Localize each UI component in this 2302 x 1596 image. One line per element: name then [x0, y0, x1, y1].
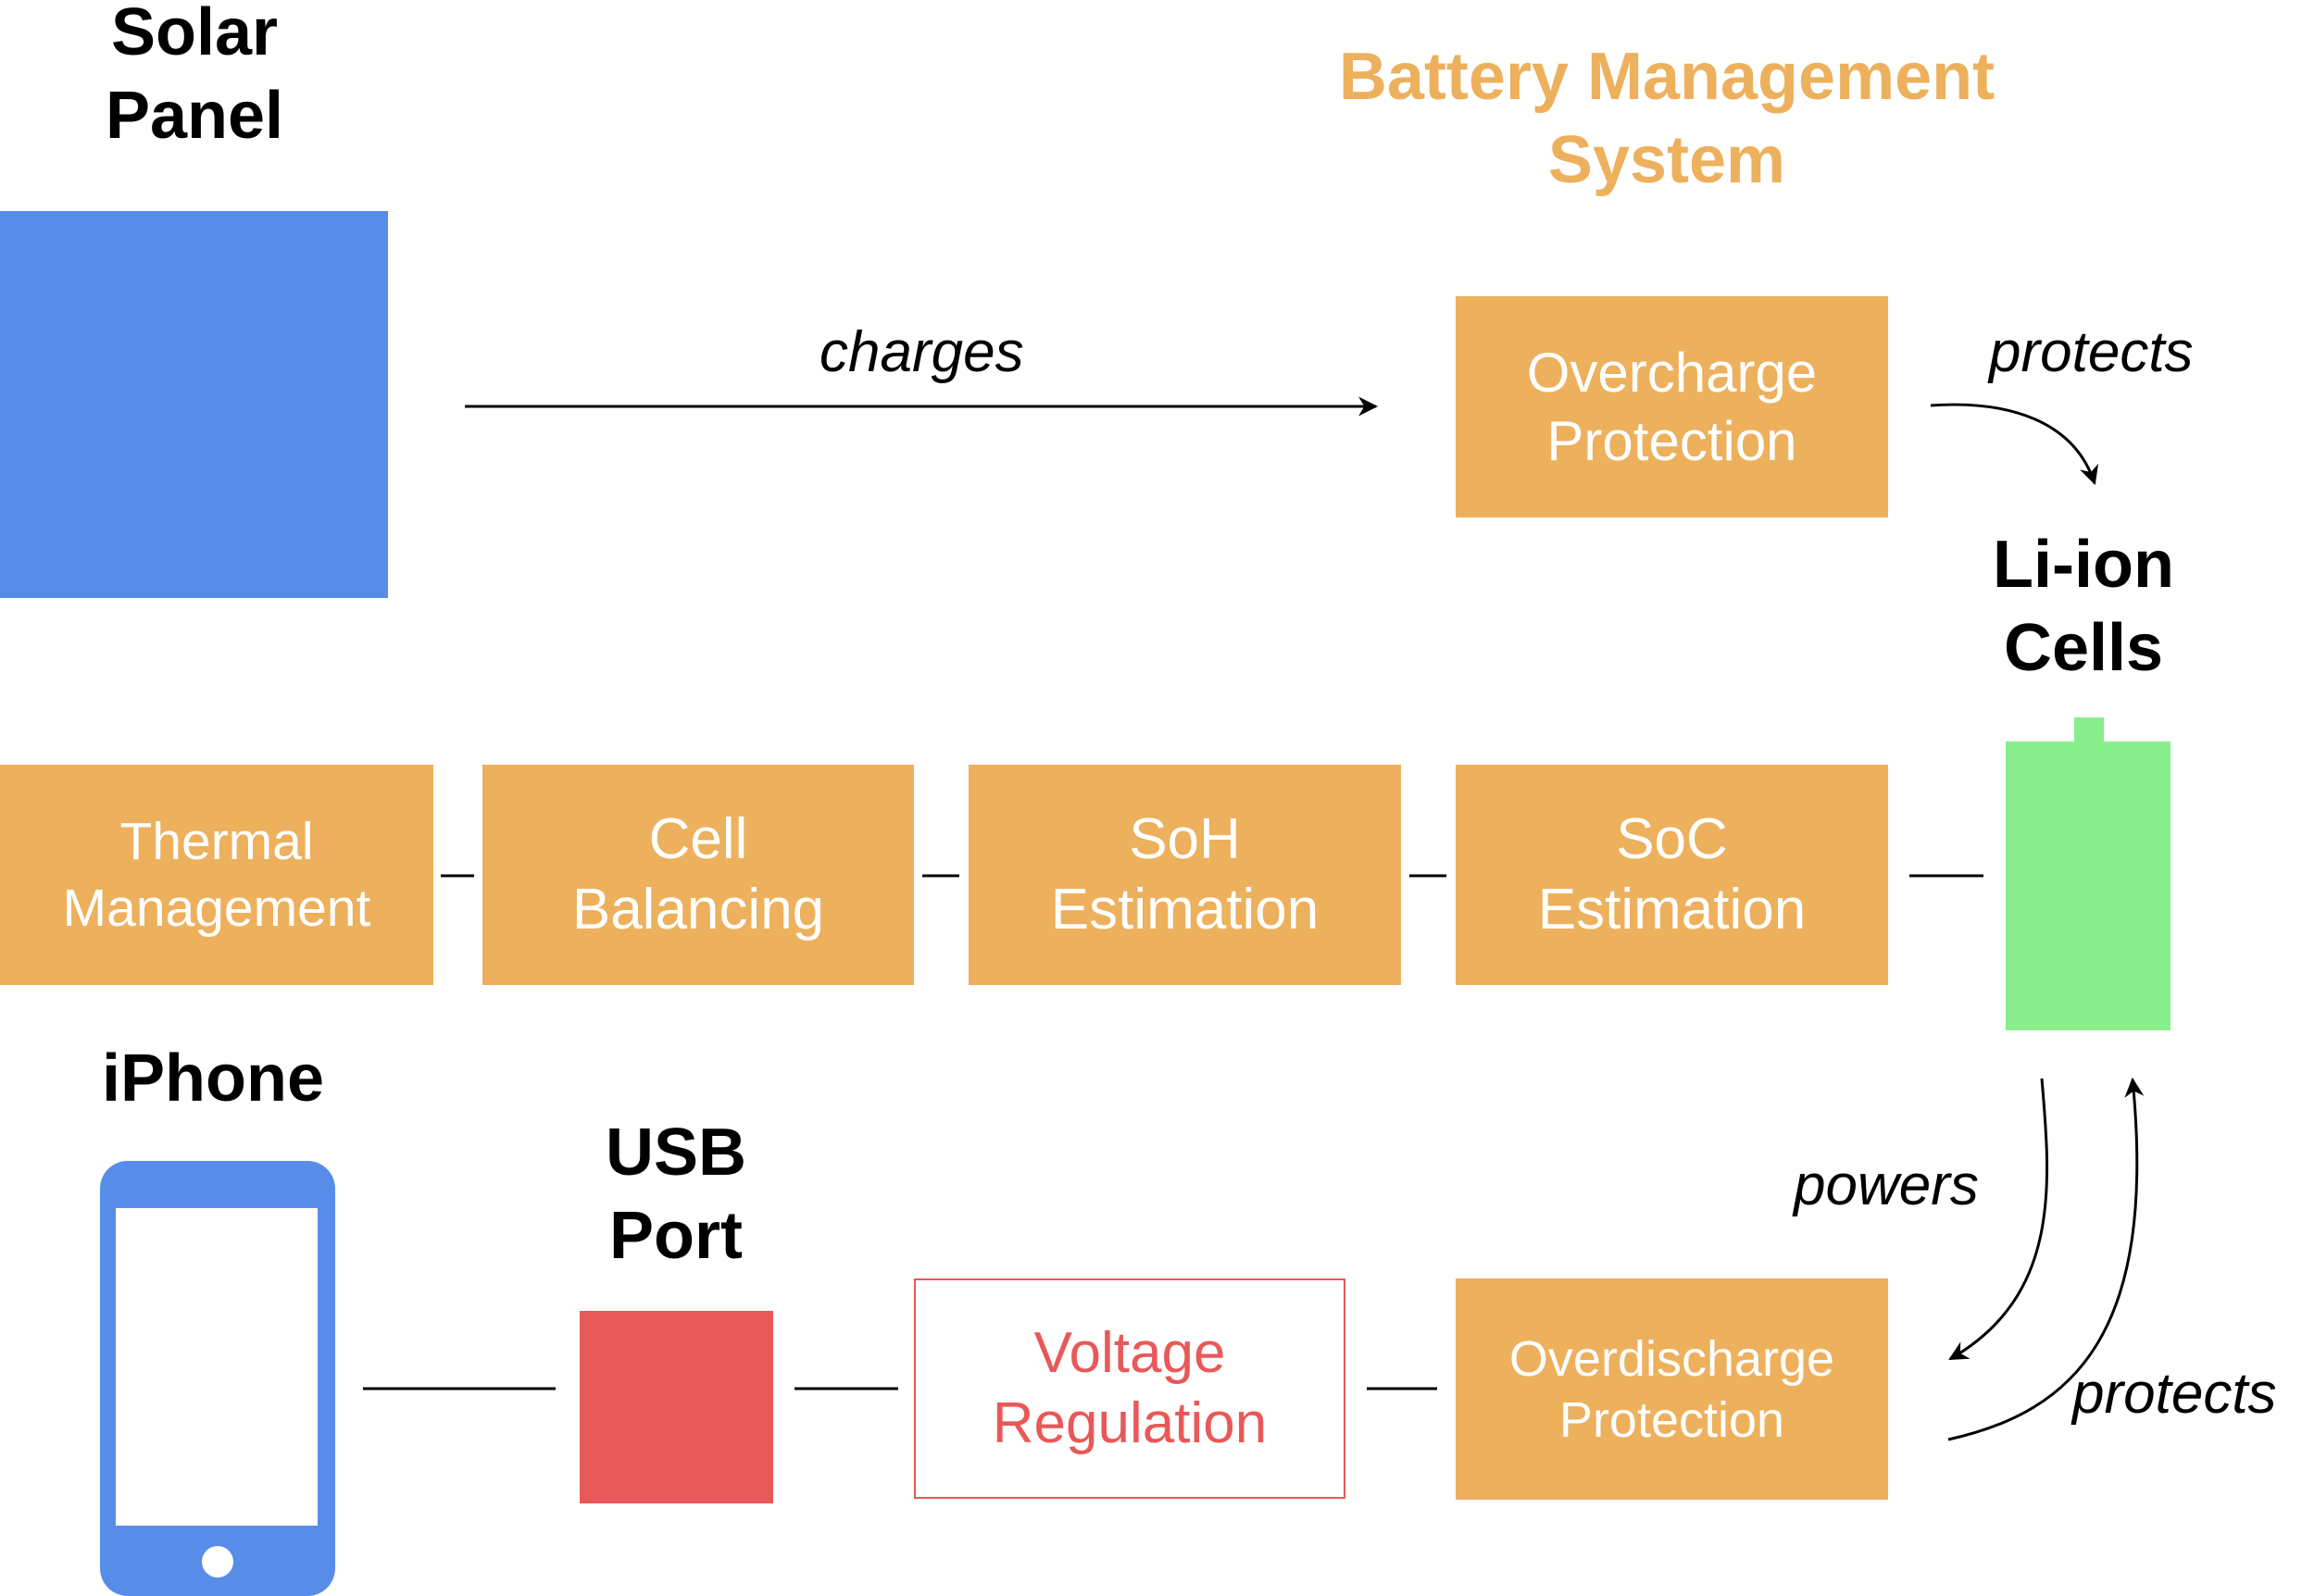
soh-estimation-box: SoH Estimation	[969, 765, 1401, 985]
overcharge-protection-box: Overcharge Protection	[1456, 296, 1888, 517]
soc-estimation-box: SoC Estimation	[1456, 765, 1888, 985]
smartphone-icon	[100, 1161, 335, 1596]
thermal-management-box: Thermal Management	[0, 765, 433, 985]
usb-port-block	[580, 1311, 773, 1503]
soc-estimation-label: SoC Estimation	[1537, 807, 1807, 941]
smartphone-screen	[116, 1208, 318, 1526]
iphone-title: iPhone	[101, 1041, 324, 1116]
thermal-management-label: Thermal Management	[62, 812, 371, 938]
battery-terminal	[2074, 717, 2104, 743]
cell-balancing-box: Cell Balancing	[482, 765, 914, 985]
voltage-regulation-label: Voltage Regulation	[992, 1321, 1268, 1455]
cell-balancing-label: Cell Balancing	[571, 807, 825, 941]
solar-panel-title: Solar Panel	[105, 0, 284, 153]
charges-label: charges	[819, 320, 1024, 384]
overdischarge-protection-box: Overdischarge Protection	[1456, 1278, 1888, 1500]
overcharge-protection-label: Overcharge Protection	[1526, 341, 1818, 472]
solar-panel-block	[0, 211, 388, 598]
protects-top-label: protects	[1989, 320, 2194, 384]
protects-top-arrow	[1930, 403, 2099, 485]
bms-title: Battery Management System	[1338, 40, 1995, 197]
smartphone-home-button	[202, 1546, 233, 1577]
usb-port-title: USB Port	[605, 1116, 746, 1273]
powers-label: powers	[1794, 1153, 1979, 1217]
protects-bottom-arrow	[1947, 1077, 2145, 1441]
soh-estimation-label: SoH Estimation	[1050, 807, 1320, 941]
overdischarge-protection-label: Overdischarge Protection	[1508, 1330, 1835, 1448]
liion-cells-title: Li-ion Cells	[1993, 528, 2174, 685]
voltage-regulation-box: Voltage Regulation	[914, 1278, 1345, 1499]
powers-arrow	[1948, 1078, 2049, 1361]
liion-cells-battery	[2006, 742, 2171, 1030]
protects-bottom-label: protects	[2072, 1362, 2277, 1426]
